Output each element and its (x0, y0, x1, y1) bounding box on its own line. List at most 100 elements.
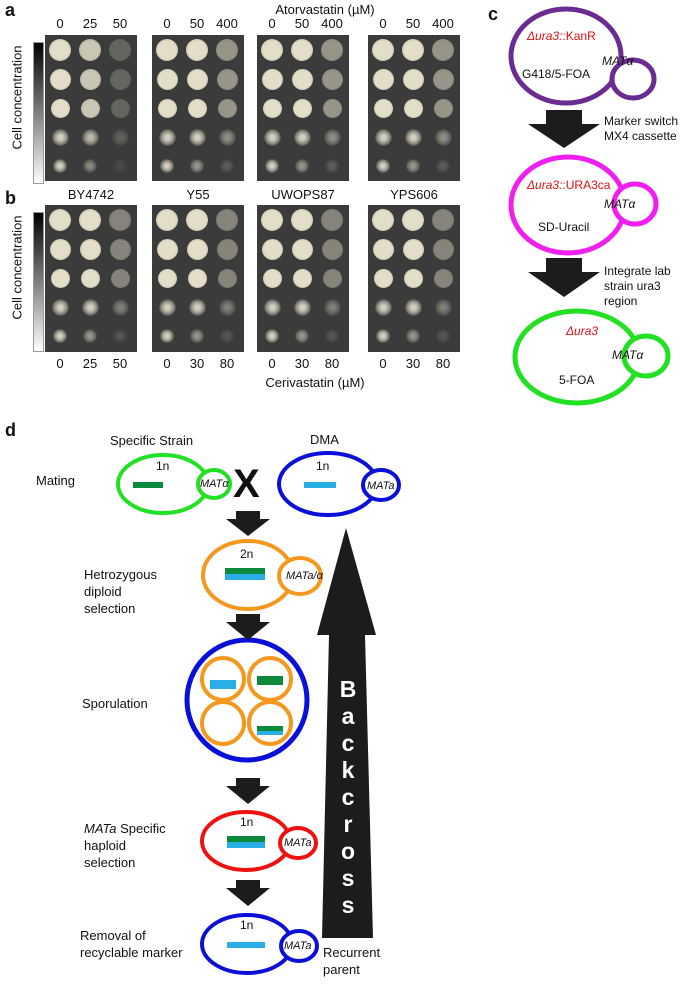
yeast-spot (295, 159, 309, 173)
yeast-spot (376, 329, 390, 343)
concentration-label: 30 (294, 356, 310, 371)
yeast-spot (79, 68, 101, 90)
yeast-spot (404, 128, 422, 146)
yeast-spot (292, 268, 312, 288)
cell2-marker: :URA3ca (562, 178, 611, 192)
yeast-spot (50, 268, 70, 288)
yeast-spot (83, 329, 97, 343)
cell1-mating-type: MATα (602, 54, 634, 68)
yeast-spot (262, 98, 282, 118)
cell2-medium: SD-Uracil (538, 220, 590, 234)
backcross-letter: r (343, 811, 353, 837)
backcross-letter: s (341, 865, 355, 891)
arrow2-text: Integrate lab strain ura3 region (604, 264, 671, 308)
concentration-label: 80 (219, 356, 235, 371)
yeast-spot (261, 209, 283, 231)
yeast-spot (433, 98, 453, 118)
yeast-spot (293, 298, 311, 316)
yeast-spot (190, 329, 204, 343)
yeast-spot (374, 298, 392, 316)
yeast-spot (261, 68, 283, 90)
yeast-spot (49, 68, 71, 90)
strain-label: BY4742 (67, 187, 115, 202)
backcross-letter: o (340, 838, 356, 864)
yeast-spot (261, 238, 283, 260)
yeast-spot (220, 159, 234, 173)
yeast-spot (160, 159, 174, 173)
yeast-spot (434, 298, 452, 316)
yeast-spot (321, 68, 343, 90)
yeast-spot (216, 68, 238, 90)
panel-b-label: b (5, 188, 16, 208)
yeast-spot (109, 209, 131, 231)
haploid-selection-text: Specific haploid selection (84, 821, 166, 870)
yeast-spot (49, 39, 71, 61)
concentration-label: 80 (435, 356, 451, 371)
yeast-spot (109, 238, 131, 260)
backcross-letter: B (339, 676, 357, 702)
yeast-spot (157, 268, 177, 288)
panel-a-title: Atorvastatin (µM) (275, 2, 375, 17)
step-haploid-selection: MATa Specific haploid selection (84, 820, 166, 871)
yeast-spot (160, 329, 174, 343)
cell1-genotype: Δura3::KanR (527, 29, 596, 43)
yeast-spot (263, 128, 281, 146)
cell2-mating-type: MATα (604, 197, 636, 211)
yeast-spot (322, 268, 342, 288)
yeast-spot (432, 209, 454, 231)
yeast-spot (402, 238, 424, 260)
concentration-label: 30 (405, 356, 421, 371)
backcross-letter: k (341, 757, 355, 783)
diploid-ploidy: 2n (240, 547, 254, 561)
yeast-spot (190, 159, 204, 173)
yeast-spot (433, 268, 453, 288)
panel-c-label: c (488, 4, 499, 24)
yeast-spot (292, 98, 312, 118)
yeast-spot (323, 298, 341, 316)
concentration-label: 80 (324, 356, 340, 371)
final-ploidy: 1n (240, 918, 254, 932)
yeast-spot (263, 298, 281, 316)
yeast-spot (404, 298, 422, 316)
yeast-spot (53, 329, 67, 343)
yeast-spot (51, 128, 69, 146)
yeast-spot (218, 298, 236, 316)
yeast-spot (49, 209, 71, 231)
yeast-spot (432, 238, 454, 260)
backcross-letter: c (341, 784, 355, 810)
yeast-spot (111, 128, 129, 146)
cell1-gene: Δura3: (527, 29, 563, 43)
concentration-label: 50 (112, 16, 128, 31)
yeast-spot (217, 98, 237, 118)
concentration-label: 25 (82, 356, 98, 371)
yeast-spot (372, 39, 394, 61)
panel-b-x-label: Cerivastatin (µM) (265, 375, 365, 390)
yeast-spot (406, 159, 420, 173)
concentration-label: 400 (432, 16, 454, 31)
yeast-spot (51, 298, 69, 316)
backcross-letter: a (341, 703, 355, 729)
concentration-label: 50 (189, 16, 205, 31)
yeast-spot (373, 268, 393, 288)
yeast-spot (321, 39, 343, 61)
yeast-spot (186, 39, 208, 61)
step-diploid: Hetrozygous diploid selection (84, 567, 157, 616)
yeast-spot (376, 159, 390, 173)
haploid-mat-a: MATa (84, 821, 117, 836)
panel-d-label: d (5, 420, 16, 440)
yeast-spot (81, 298, 99, 316)
yeast-spot (79, 209, 101, 231)
concentration-label: 50 (405, 16, 421, 31)
yeast-spot (80, 268, 100, 288)
yeast-spot (110, 98, 130, 118)
diploid-mating: MATa/α (286, 570, 323, 582)
yeast-spot (188, 298, 206, 316)
concentration-label: 50 (294, 16, 310, 31)
final-mating: MATa (284, 940, 312, 952)
recurrent-parent-label: Recurrent parent (323, 945, 381, 977)
yeast-spot (50, 98, 70, 118)
cell2-gene: Δura3: (527, 178, 563, 192)
